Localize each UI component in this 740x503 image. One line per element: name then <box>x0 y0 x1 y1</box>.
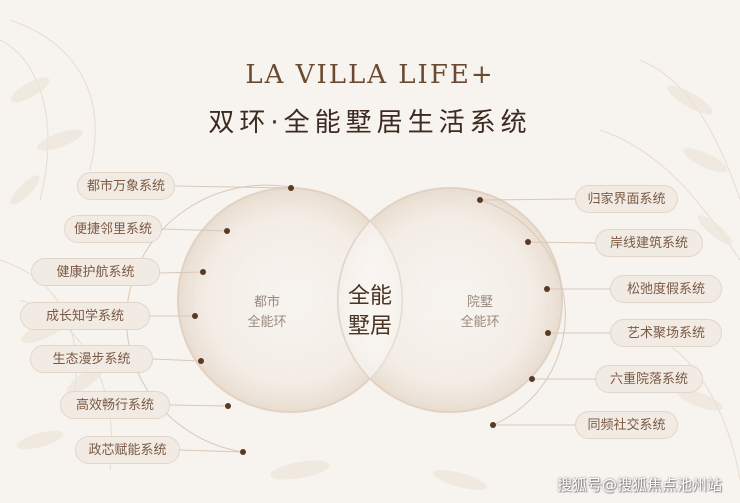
title-zh: 双环·全能墅居生活系统 <box>208 108 532 138</box>
right-system-pill: 松弛度假系统 <box>610 275 722 303</box>
left-system-pill: 政芯赋能系统 <box>75 436 180 464</box>
left-ring-label-line1: 都市 <box>253 295 280 310</box>
connector-dot <box>544 286 550 292</box>
right-ring-label-line2: 全能环 <box>460 315 500 330</box>
title-en: LA VILLA LIFE+ <box>245 60 495 90</box>
connector-dot <box>288 185 294 191</box>
right-ring <box>337 187 563 413</box>
connector-dot <box>192 313 198 319</box>
center-label: 全能 墅居 <box>330 282 410 342</box>
center-label-line2: 墅居 <box>347 314 392 339</box>
connector-dot <box>240 449 246 455</box>
connector-dot <box>198 358 204 364</box>
right-system-pill: 同频社交系统 <box>575 411 678 439</box>
center-label-line1: 全能 <box>347 284 392 309</box>
connector-dot <box>529 376 535 382</box>
left-system-pill: 高效畅行系统 <box>60 391 170 419</box>
right-system-pill: 岸线建筑系统 <box>595 229 703 257</box>
left-system-pill: 健康护航系统 <box>31 258 160 286</box>
connector-dot <box>525 239 531 245</box>
right-system-pill: 艺术聚场系统 <box>610 319 722 347</box>
left-system-pill: 便捷邻里系统 <box>64 215 162 243</box>
left-ring-label: 都市 全能环 <box>232 293 302 333</box>
right-ring-label: 院墅 全能环 <box>440 293 520 333</box>
left-ring-label-line2: 全能环 <box>247 315 287 330</box>
connector-dot <box>477 197 483 203</box>
watermark: 搜狐号@搜狐焦点池州站 <box>556 476 722 494</box>
left-orbit-arc <box>125 184 291 453</box>
right-system-pill: 六重院落系统 <box>595 365 703 393</box>
connector-dot <box>225 403 231 409</box>
connector-dot <box>545 330 551 336</box>
connector-dot <box>224 228 230 234</box>
right-ring-label-line1: 院墅 <box>466 295 493 310</box>
left-system-pill: 成长知学系统 <box>20 302 150 330</box>
left-system-pill: 都市万象系统 <box>77 172 175 200</box>
ring-intersection <box>338 222 402 378</box>
right-orbit-arc <box>479 199 566 426</box>
connector-dot <box>200 269 206 275</box>
left-system-pill: 生态漫步系统 <box>30 345 153 373</box>
right-system-pill: 归家界面系统 <box>575 185 678 213</box>
connector-dot <box>490 422 496 428</box>
